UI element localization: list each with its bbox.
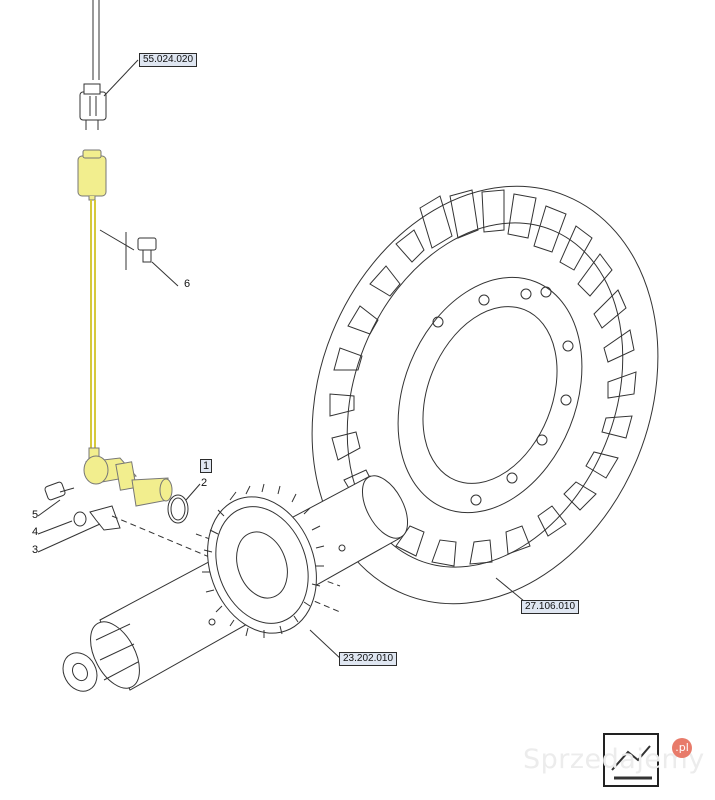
ref-top-connector[interactable]: 55.024.020 — [139, 53, 198, 67]
callout-4[interactable]: 4 — [32, 526, 39, 538]
o-ring-part — [167, 494, 189, 524]
watermark-badge: .pl — [672, 738, 692, 758]
callout-5[interactable]: 5 — [32, 509, 39, 521]
callout-6[interactable]: 6 — [184, 278, 191, 290]
ref-ring-gear[interactable]: 27.106.010 — [521, 600, 580, 614]
callout-3[interactable]: 3 — [32, 544, 39, 556]
top-connector-part — [79, 83, 107, 130]
logo-icon — [603, 733, 659, 787]
screw-5-part — [44, 481, 66, 501]
callout-2[interactable]: 2 — [201, 477, 208, 489]
bracket-3-part — [89, 505, 121, 531]
speed-sensor-highlight — [77, 149, 173, 507]
ref-shaft-gear[interactable]: 23.202.010 — [339, 652, 398, 666]
callout-1[interactable]: 1 — [200, 459, 213, 473]
bolt-6-part — [137, 237, 157, 263]
spur-gear-part — [202, 483, 325, 638]
